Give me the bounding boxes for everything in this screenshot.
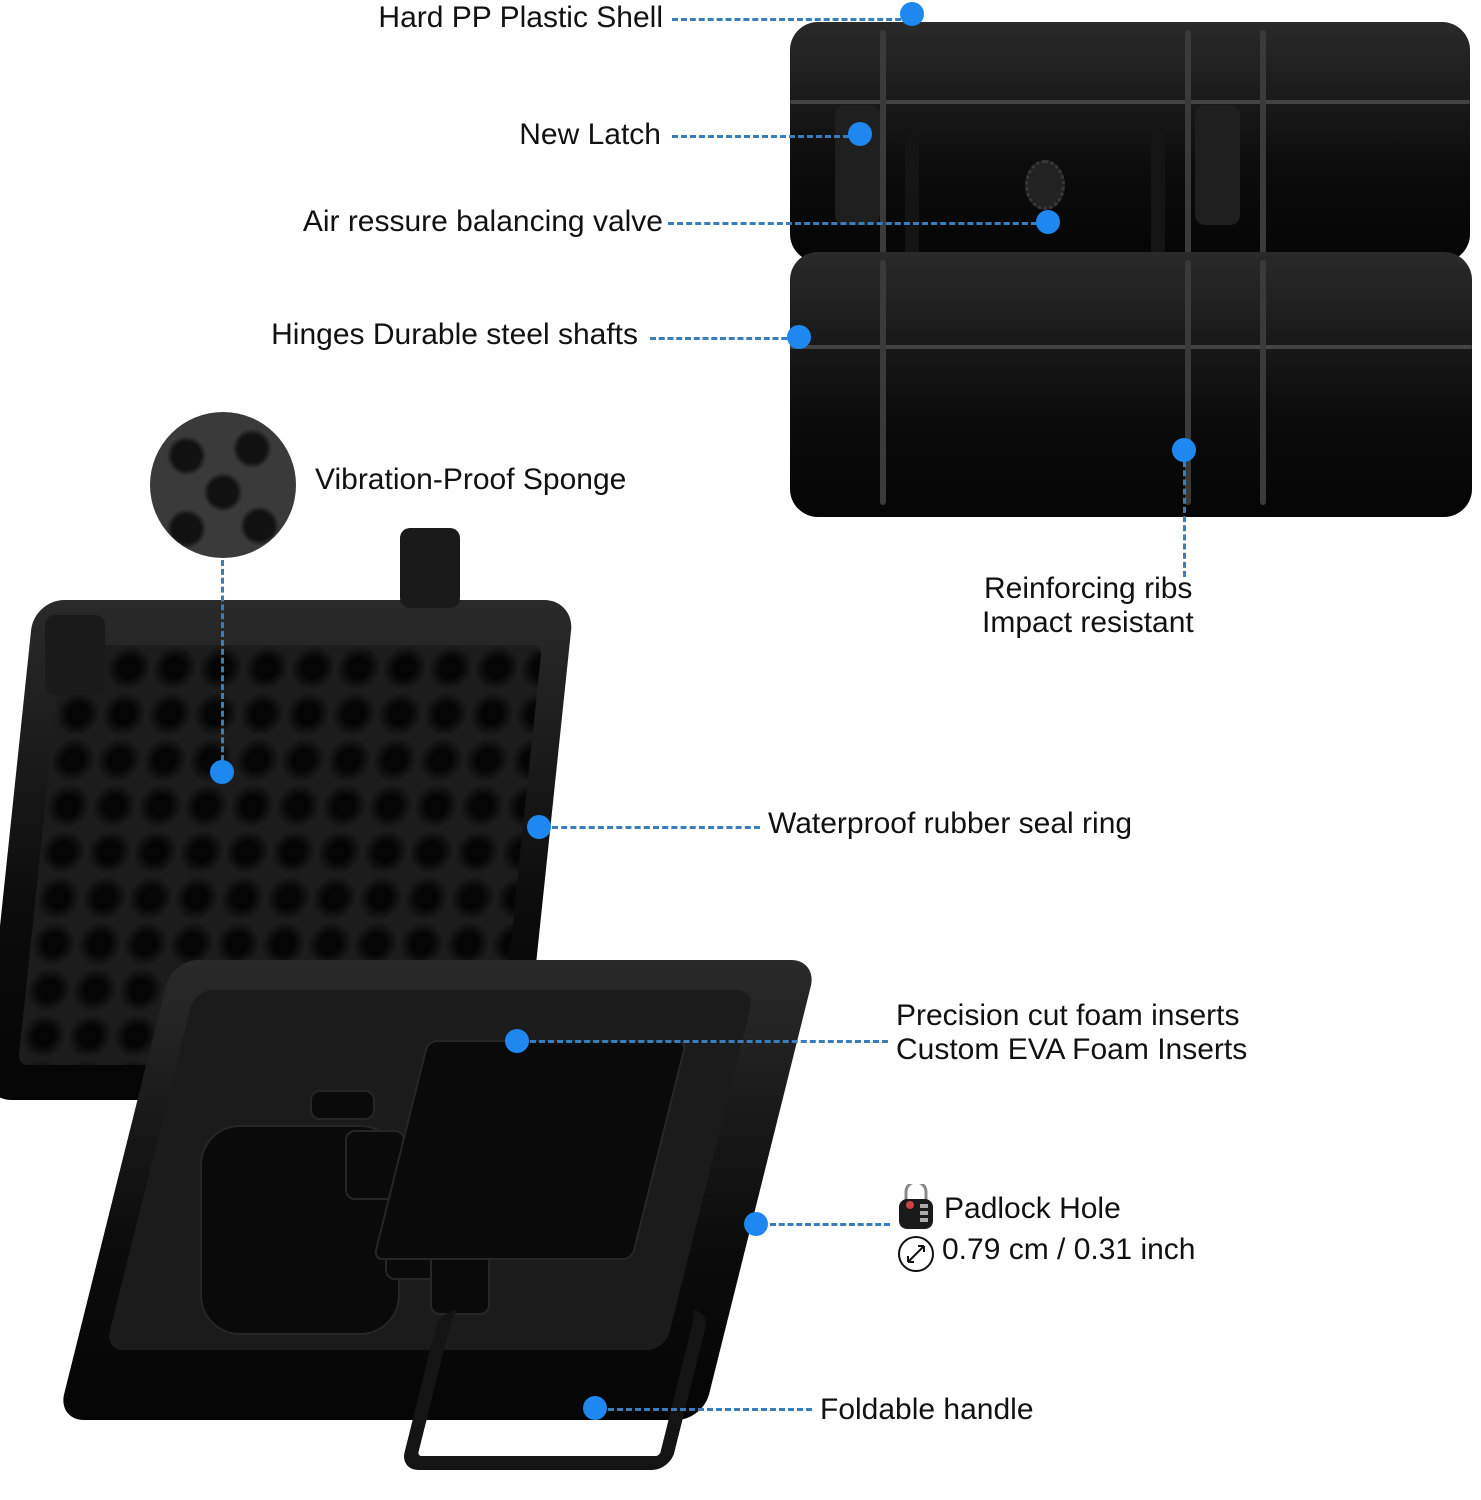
callout-dot-padlock <box>744 1212 768 1236</box>
callout-dot-latch <box>848 122 872 146</box>
padlock-icon <box>899 1184 933 1229</box>
sponge-swatch <box>150 412 296 558</box>
label-hinges: Hinges Durable steel shafts <box>271 318 638 351</box>
callout-dot-valve <box>1036 210 1060 234</box>
label-handle: Foldable handle <box>820 1393 1034 1426</box>
callout-dot-foam <box>505 1029 529 1053</box>
leader-line-latch <box>672 135 858 138</box>
valve <box>1025 160 1065 210</box>
open-latch-right <box>400 528 460 608</box>
callout-dot-sponge <box>210 760 234 784</box>
label-ribs-line2: Impact resistant <box>982 606 1194 639</box>
foldable-handle <box>400 1310 710 1470</box>
callout-dot-handle <box>583 1396 607 1420</box>
leader-line-sponge <box>221 560 224 770</box>
leader-line-handle <box>608 1408 812 1411</box>
label-seal: Waterproof rubber seal ring <box>768 807 1133 840</box>
callout-dot-ribs <box>1172 438 1196 462</box>
leader-line-shell <box>672 18 910 21</box>
label-latch: New Latch <box>519 118 661 151</box>
label-foam-line2: Custom EVA Foam Inserts <box>896 1033 1248 1066</box>
label-padlock-line1: Padlock Hole <box>944 1192 1121 1225</box>
label-shell: Hard PP Plastic Shell <box>378 1 663 34</box>
leader-line-hinges <box>650 337 796 340</box>
open-latch-left <box>45 615 105 695</box>
label-valve: Air ressure balancing valve <box>302 205 663 238</box>
diameter-icon <box>898 1236 934 1272</box>
latch-right <box>1195 105 1240 225</box>
leader-line-ribs <box>1183 452 1186 577</box>
label-foam-line1: Precision cut foam inserts <box>896 999 1240 1032</box>
leader-line-seal <box>552 826 760 829</box>
label-padlock-line2: 0.79 cm / 0.31 inch <box>942 1233 1196 1266</box>
callout-dot-seal <box>527 815 551 839</box>
callout-dot-hinges <box>787 325 811 349</box>
label-sponge: Vibration-Proof Sponge <box>315 463 627 496</box>
label-ribs-line1: Reinforcing ribs <box>984 572 1193 605</box>
leader-line-padlock <box>770 1223 890 1226</box>
callout-dot-shell <box>900 2 924 26</box>
leader-line-foam <box>530 1040 888 1043</box>
leader-line-valve <box>668 222 1046 225</box>
